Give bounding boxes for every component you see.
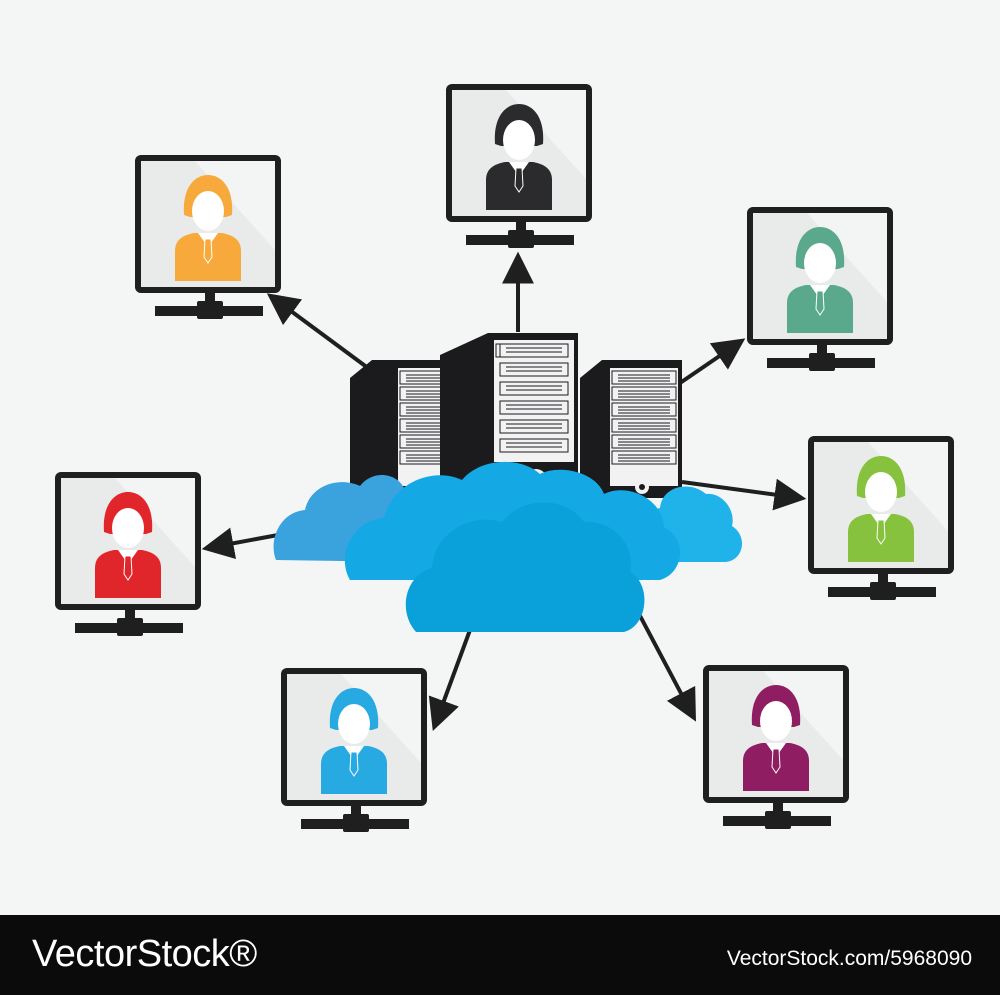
image-id-text: VectorStock.com/5968090 [726, 947, 972, 970]
user-monitor-blue [281, 668, 427, 832]
cloud-front [405, 502, 645, 632]
connection-arrows [201, 251, 807, 732]
user-avatar-icon [787, 227, 853, 333]
watermark-footer: VectorStock® VectorStock.com/5968090 [0, 915, 1000, 995]
cloud-group [273, 461, 743, 632]
user-avatar-icon [321, 688, 387, 794]
arrow-to-user-red [201, 527, 279, 560]
user-monitor-magenta [703, 665, 849, 829]
arrow-to-user-green [681, 478, 807, 511]
server-right [580, 360, 682, 498]
network-diagram [55, 84, 954, 832]
user-monitor-green [808, 436, 954, 600]
vectorstock-logo: VectorStock® [32, 933, 257, 975]
user-monitor-black [446, 84, 592, 248]
user-avatar-icon [175, 175, 241, 281]
arrow-to-user-blue [428, 629, 472, 732]
arrow-to-user-orange [266, 293, 370, 370]
server-cluster [350, 333, 682, 505]
user-avatar-icon [848, 456, 914, 562]
arrow-to-user-teal [678, 338, 746, 385]
user-monitor-orange [135, 155, 281, 319]
user-terminals [55, 84, 954, 832]
user-avatar-icon [95, 492, 161, 598]
user-monitor-red [55, 472, 201, 636]
user-avatar-icon [486, 104, 552, 210]
user-monitor-teal [747, 207, 893, 371]
arrow-to-user-magenta [636, 611, 696, 722]
user-avatar-icon [743, 685, 809, 791]
